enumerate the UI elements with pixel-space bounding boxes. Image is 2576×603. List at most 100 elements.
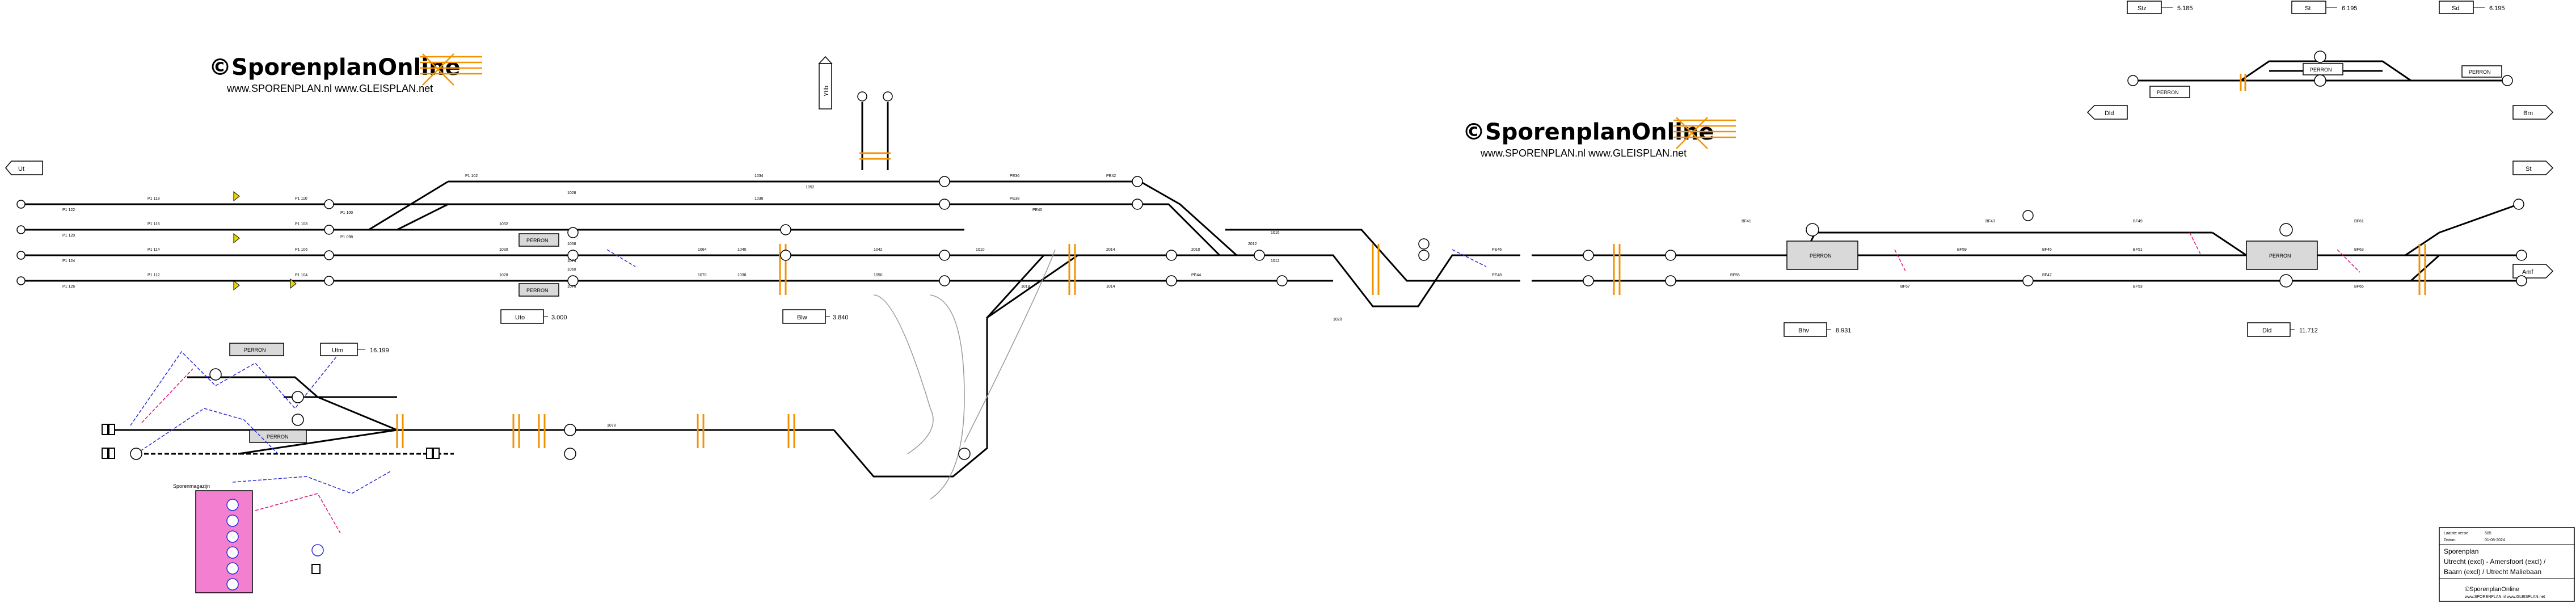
svg-text:P1 102: P1 102	[465, 174, 478, 178]
svg-text:PERRON: PERRON	[2310, 67, 2332, 73]
svg-text:P1 116: P1 116	[147, 222, 160, 226]
svg-text:P1 118: P1 118	[147, 197, 160, 201]
signal-labels-b: 1034 1036 1032 1030 1028 1026 1040 1038 …	[499, 174, 883, 428]
brand-urls-2: www.SPORENPLAN.nl www.GLEISPLAN.net	[1480, 147, 1687, 159]
direction-brn[interactable]: Brn	[2512, 105, 2554, 120]
svg-text:1050: 1050	[874, 273, 883, 277]
brand-urls: www.SPORENPLAN.nl www.GLEISPLAN.net	[226, 83, 433, 94]
svg-text:1076: 1076	[567, 285, 576, 289]
svg-text:PE46: PE46	[1492, 248, 1502, 252]
direction-amf[interactable]: Amf	[2512, 264, 2554, 279]
station-uto[interactable]: Uto 3.000	[500, 309, 567, 324]
svg-text:PE40: PE40	[1032, 208, 1042, 212]
ref-sd[interactable]: Sd 6.195	[2439, 1, 2505, 14]
yard-label: Sporenmagazijn	[173, 483, 210, 489]
svg-text:1064: 1064	[698, 248, 707, 252]
svg-text:1032: 1032	[499, 222, 508, 226]
tb-version: 505	[2485, 532, 2491, 535]
svg-text:1028: 1028	[499, 273, 508, 277]
ref-st[interactable]: St 6.195	[2291, 1, 2358, 14]
svg-text:BF59: BF59	[1957, 248, 1967, 252]
direction-ut-label: Ut	[18, 166, 24, 172]
svg-text:2014: 2014	[1106, 248, 1115, 252]
svg-text:BF65: BF65	[2354, 285, 2364, 289]
svg-text:1026: 1026	[567, 191, 576, 195]
station-bhv[interactable]: Bhv 8.931	[1784, 322, 1852, 337]
direction-ut[interactable]: Ut	[5, 161, 43, 175]
station-dld[interactable]: Dld 11.712	[2247, 322, 2318, 337]
svg-text:1052: 1052	[806, 185, 815, 189]
svg-text:PERRON: PERRON	[2269, 253, 2291, 259]
ytlb-marker[interactable]: Ytlb	[818, 56, 833, 109]
svg-text:1034: 1034	[754, 174, 764, 178]
svg-text:1040: 1040	[737, 248, 747, 252]
yard[interactable]: Sporenmagazijn	[173, 483, 324, 593]
svg-text:BF53: BF53	[2133, 285, 2143, 289]
signal-labels-a: P1 122 P1 120 P1 124 P1 126 P1 118 P1 11…	[62, 174, 478, 289]
svg-text:2010: 2010	[1191, 248, 1200, 252]
svg-text:BF47: BF47	[2042, 273, 2052, 277]
signal-circles	[16, 50, 2527, 460]
ref-stz-km: 5.185	[2177, 5, 2193, 12]
station-utm[interactable]: Utm 16.199	[320, 343, 389, 356]
grey-curves	[873, 249, 1056, 500]
boundary-markers	[396, 74, 2426, 448]
svg-text:PERRON: PERRON	[526, 288, 549, 293]
tb-version-label: Laatste versie	[2444, 532, 2469, 535]
station-utm-code: Utm	[332, 347, 343, 354]
ref-st-code: St	[2305, 5, 2311, 12]
svg-text:BF49: BF49	[2133, 220, 2143, 224]
perrons-left: PERRON PERRON PERRON PERRON PERRON PERRO…	[229, 233, 2318, 443]
svg-text:1060: 1060	[567, 268, 576, 272]
tb-line1: Utrecht (excl) - Amersfoort (excl) /	[2444, 558, 2546, 566]
svg-text:2012: 2012	[1248, 242, 1257, 246]
title-block: Laatste versie 505 Datum 01-08-2024 Spor…	[2439, 527, 2575, 602]
tb-line2: Baarn (excl) / Utrecht Maliebaan	[2444, 568, 2541, 576]
svg-text:1030: 1030	[499, 248, 508, 252]
station-blw-code: Blw	[797, 314, 807, 321]
svg-text:BF43: BF43	[1985, 220, 1995, 224]
station-utm-km: 16.199	[370, 347, 389, 354]
svg-text:BF55: BF55	[1730, 273, 1740, 277]
ref-stz[interactable]: Stz 5.185	[2127, 1, 2193, 14]
direction-dld[interactable]: Dld	[2086, 105, 2128, 120]
svg-text:BF57: BF57	[1900, 285, 1910, 289]
svg-text:1036: 1036	[754, 197, 764, 201]
svg-text:1014: 1014	[1106, 285, 1115, 289]
tb-brand: ©SporenplanOnline	[2465, 586, 2519, 593]
brand-name-2: ©SporenplanOnline	[1462, 119, 1714, 145]
tb-brand-urls: www.SPORENPLAN.nl www.GLEISPLAN.net	[2464, 595, 2545, 599]
svg-text:P1 112: P1 112	[147, 273, 160, 277]
station-bhv-code: Bhv	[1798, 327, 1809, 334]
station-uto-km: 3.000	[551, 314, 567, 321]
svg-text:PE36: PE36	[1010, 174, 1019, 178]
direction-st[interactable]: St	[2512, 161, 2554, 175]
svg-text:PERRON: PERRON	[244, 347, 266, 353]
station-uto-code: Uto	[515, 314, 525, 321]
svg-text:1074: 1074	[567, 259, 576, 263]
svg-text:1038: 1038	[737, 273, 747, 277]
tb-date-label: Datum	[2444, 538, 2456, 542]
station-blw[interactable]: Blw 3.840	[782, 309, 849, 324]
ref-st-km: 6.195	[2342, 5, 2358, 12]
svg-text:BF51: BF51	[2133, 248, 2143, 252]
direction-brn-label: Brn	[2523, 110, 2533, 117]
svg-text:P1 114: P1 114	[147, 248, 160, 252]
svg-text:PERRON: PERRON	[2469, 69, 2491, 75]
buffer-stops	[102, 424, 440, 574]
svg-text:PE38: PE38	[1010, 197, 1019, 201]
station-dld-km: 11.712	[2299, 327, 2318, 334]
station-dld-code: Dld	[2262, 327, 2272, 334]
svg-text:P1 098: P1 098	[340, 235, 353, 239]
svg-text:P1 106: P1 106	[295, 248, 307, 252]
svg-text:BF45: BF45	[2042, 248, 2052, 252]
svg-text:1056: 1056	[567, 242, 576, 246]
direction-amf-label: Amf	[2522, 269, 2534, 276]
tb-date: 01-08-2024	[2485, 538, 2505, 542]
ref-sd-code: Sd	[2452, 5, 2459, 12]
svg-text:BF61: BF61	[2354, 220, 2364, 224]
ytlb-tracks	[861, 102, 889, 170]
direction-st-label: St	[2526, 166, 2531, 172]
svg-text:P1 126: P1 126	[62, 285, 75, 289]
svg-text:BF41: BF41	[1742, 220, 1751, 224]
